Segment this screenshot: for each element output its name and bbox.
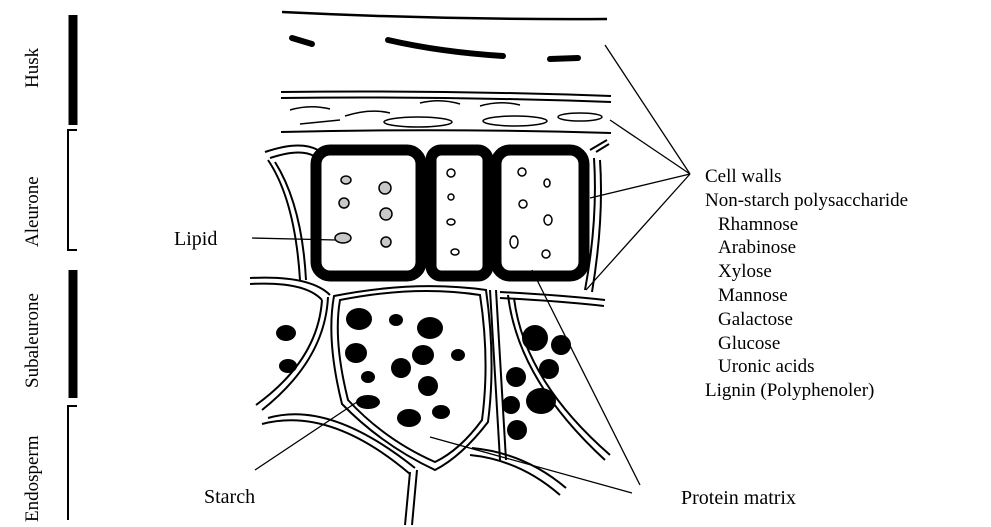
starch-granule [539,359,559,379]
endosperm-bracket [68,406,77,520]
starch-leader [255,400,360,470]
starch-granules [276,308,571,440]
sugar-item: Mannose [705,284,908,308]
lipid-droplet [335,233,351,243]
husk-layers [281,12,611,133]
sugar-item: Glucose [705,332,908,356]
sugar-item: Xylose [705,260,908,284]
starch-granule [276,325,296,341]
starch-granule [506,367,526,387]
starch-granule [507,420,527,440]
lipid-droplet [447,219,455,225]
lipid-droplet [380,208,392,220]
nsp-heading: Non-starch polysaccharide [705,189,908,213]
lipid-droplet [448,194,454,200]
lignin-item: Lignin (Polyphenoler) [705,379,908,403]
lipid-droplet [451,249,459,255]
starch-granule [397,409,421,427]
lipid-droplet [339,198,349,208]
lipid-droplet [379,182,391,194]
starch-granule [451,349,465,361]
starch-label: Starch [204,487,255,507]
lipid-droplet [341,176,351,184]
lipid-droplet [518,168,526,176]
layer-bars [68,15,77,520]
lipid-droplet [447,169,455,177]
starch-granule [356,395,380,409]
starch-granule [346,308,372,330]
aleurone-cell-2 [431,150,488,276]
starch-granule [551,335,571,355]
aleurone-cell-1 [316,150,421,276]
starch-granule [345,343,367,363]
subaleurone-label: Subaleurone [22,293,44,388]
husk-label: Husk [22,48,44,88]
lipid-droplet [519,200,527,208]
aleurone-bracket [68,130,77,250]
cell-walls-heading: Cell walls [705,165,908,189]
sugar-item: Galactose [705,308,908,332]
aleurone-cell-3 [496,150,584,276]
endosperm-label: Endosperm [22,435,44,522]
starch-granule [279,359,297,373]
starch-granule [417,317,443,339]
starch-granule [526,388,556,414]
cell-walls-leader-3 [590,174,690,198]
sugar-item: Rhamnose [705,213,908,237]
cell-walls-leader-2 [610,120,690,174]
starch-granule [522,325,548,351]
lipid-label: Lipid [174,229,217,249]
sugar-item: Arabinose [705,236,908,260]
sugar-item: Uronic acids [705,355,908,379]
starch-granule [389,314,403,326]
lipid-droplet [542,250,550,258]
protein-leader-1 [430,437,632,493]
cell-wall-composition-list: Cell walls Non-starch polysaccharide Rha… [705,165,908,403]
lipid-droplet [381,237,391,247]
lipid-droplet [544,215,552,225]
cell-walls-leader-1 [605,45,690,174]
starch-granule [432,405,450,419]
lipid-droplet [510,236,518,248]
starch-granule [502,396,520,414]
protein-matrix-label: Protein matrix [681,488,796,508]
starch-granule [391,358,411,378]
starch-granule [418,376,438,396]
starch-granule [412,345,434,365]
aleurone-label: Aleurone [22,176,44,247]
starch-granule [361,371,375,383]
lipid-droplet [544,179,550,187]
